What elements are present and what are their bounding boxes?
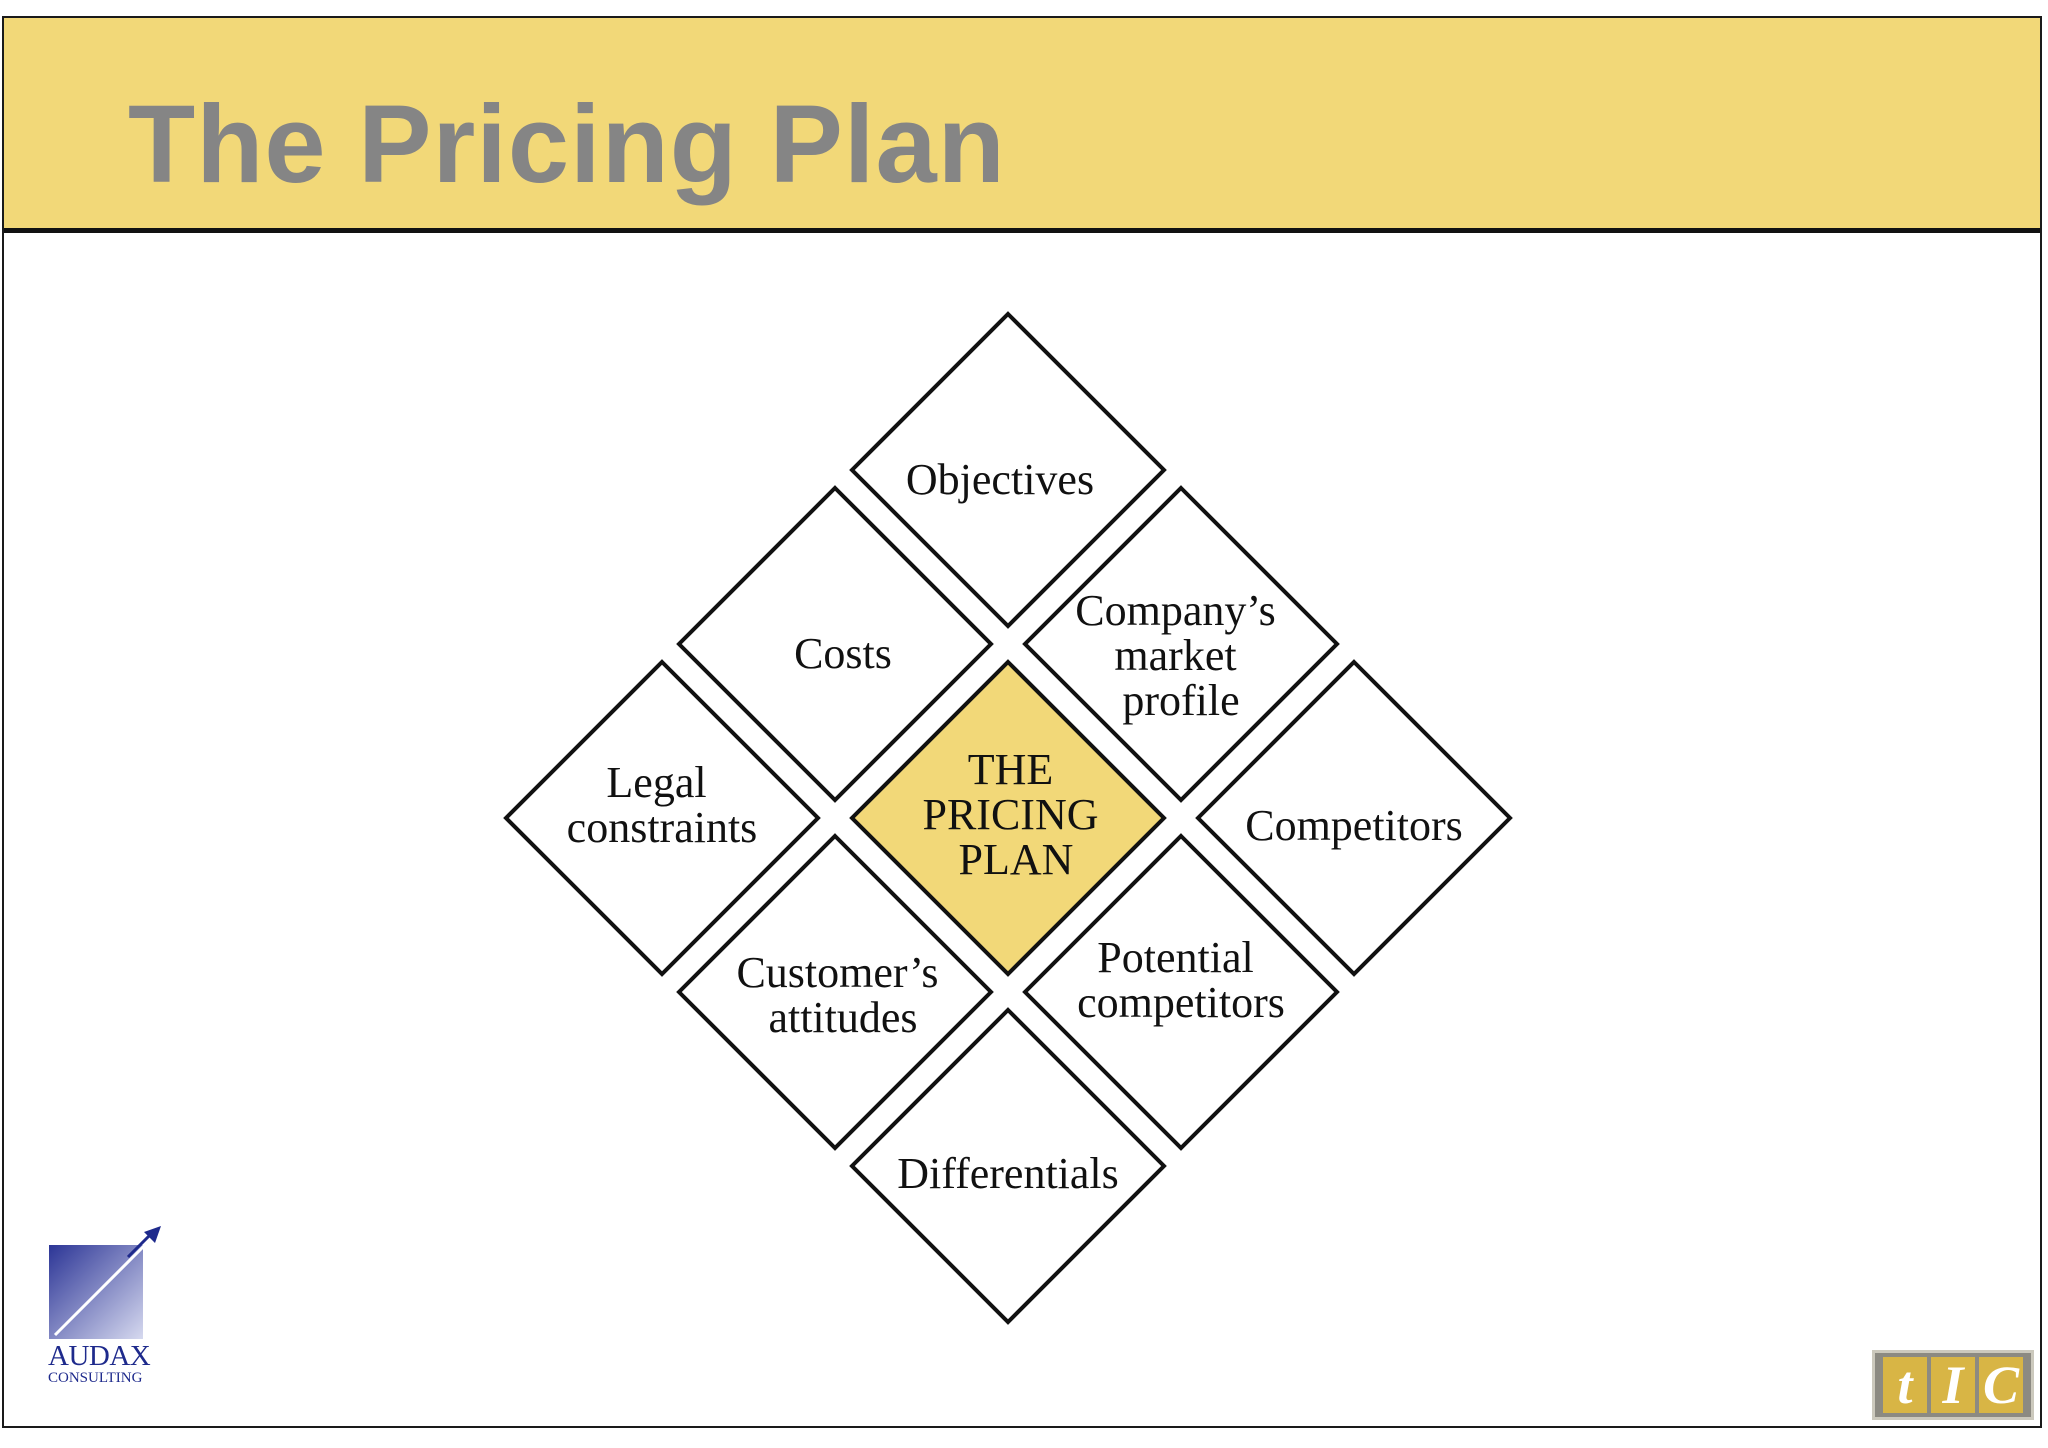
tile-potential-line-1: Potential (1097, 933, 1253, 982)
tile-costs-line-1: Costs (794, 629, 892, 678)
tic-letter-1: t (1883, 1357, 1927, 1413)
tile-company-line-2: market (1114, 631, 1236, 680)
tile-company-market-profile: Company’s market profile (1022, 485, 1340, 803)
tile-competitors: Competitors (1195, 659, 1513, 977)
svg-text:Company’s market: Company’s market profile (1075, 586, 1286, 725)
tile-legal-constraints: Legal constraints (503, 659, 821, 977)
svg-text:Customer’s attitudes: Customer’s attitudes (736, 948, 949, 1042)
audax-logo-name: AUDAX (48, 1340, 151, 1372)
tile-legal-line-1: Legal (606, 758, 706, 807)
svg-text:Legal constraints: Legal constraints (567, 758, 758, 852)
svg-text:Costs: Costs (794, 629, 892, 678)
svg-text:THE PRICING PL: THE PRICING PLAN (922, 745, 1109, 884)
tile-differentials: Differentials (849, 1007, 1167, 1325)
tile-company-line-3: profile (1122, 676, 1239, 725)
tile-potential-competitors: Potential competitors (1022, 833, 1340, 1151)
tic-letter-3: C (1979, 1357, 2023, 1413)
tile-legal-line-2: constraints (567, 803, 758, 852)
audax-logo-subtitle: CONSULTING (48, 1370, 143, 1386)
tic-letter-2: I (1931, 1357, 1975, 1413)
tile-customers-line-2: attitudes (768, 993, 917, 1042)
tile-customers-attitudes: Customer’s attitudes (676, 833, 994, 1151)
center-line-3: PLAN (959, 835, 1074, 884)
tile-objectives: Objectives (849, 311, 1167, 629)
arrow-up-right-icon (49, 1226, 161, 1339)
svg-text:Objectives: Objectives (906, 455, 1094, 504)
tile-differentials-line-1: Differentials (897, 1149, 1119, 1198)
svg-text:Competitors: Competitors (1245, 801, 1463, 850)
center-line-2: PRICING (922, 790, 1098, 839)
tic-logo: t I C (1872, 1350, 2034, 1420)
tile-competitors-line-1: Competitors (1245, 801, 1463, 850)
svg-text:Potential competitors: Potential competitors (1077, 933, 1285, 1027)
tile-company-line-1: Company’s (1075, 586, 1275, 635)
tile-objectives-line-1: Objectives (906, 455, 1094, 504)
slide-title: The Pricing Plan (128, 83, 1006, 206)
tile-costs: Costs (676, 485, 994, 803)
svg-text:Differentials: Differentials (897, 1149, 1119, 1198)
tile-customers-line-1: Customer’s (736, 948, 938, 997)
center-line-1: THE (968, 745, 1054, 794)
tile-potential-line-2: competitors (1077, 978, 1285, 1027)
tile-center-pricing-plan: THE PRICING PLAN (849, 659, 1167, 977)
title-bar: The Pricing Plan (2, 16, 2042, 233)
